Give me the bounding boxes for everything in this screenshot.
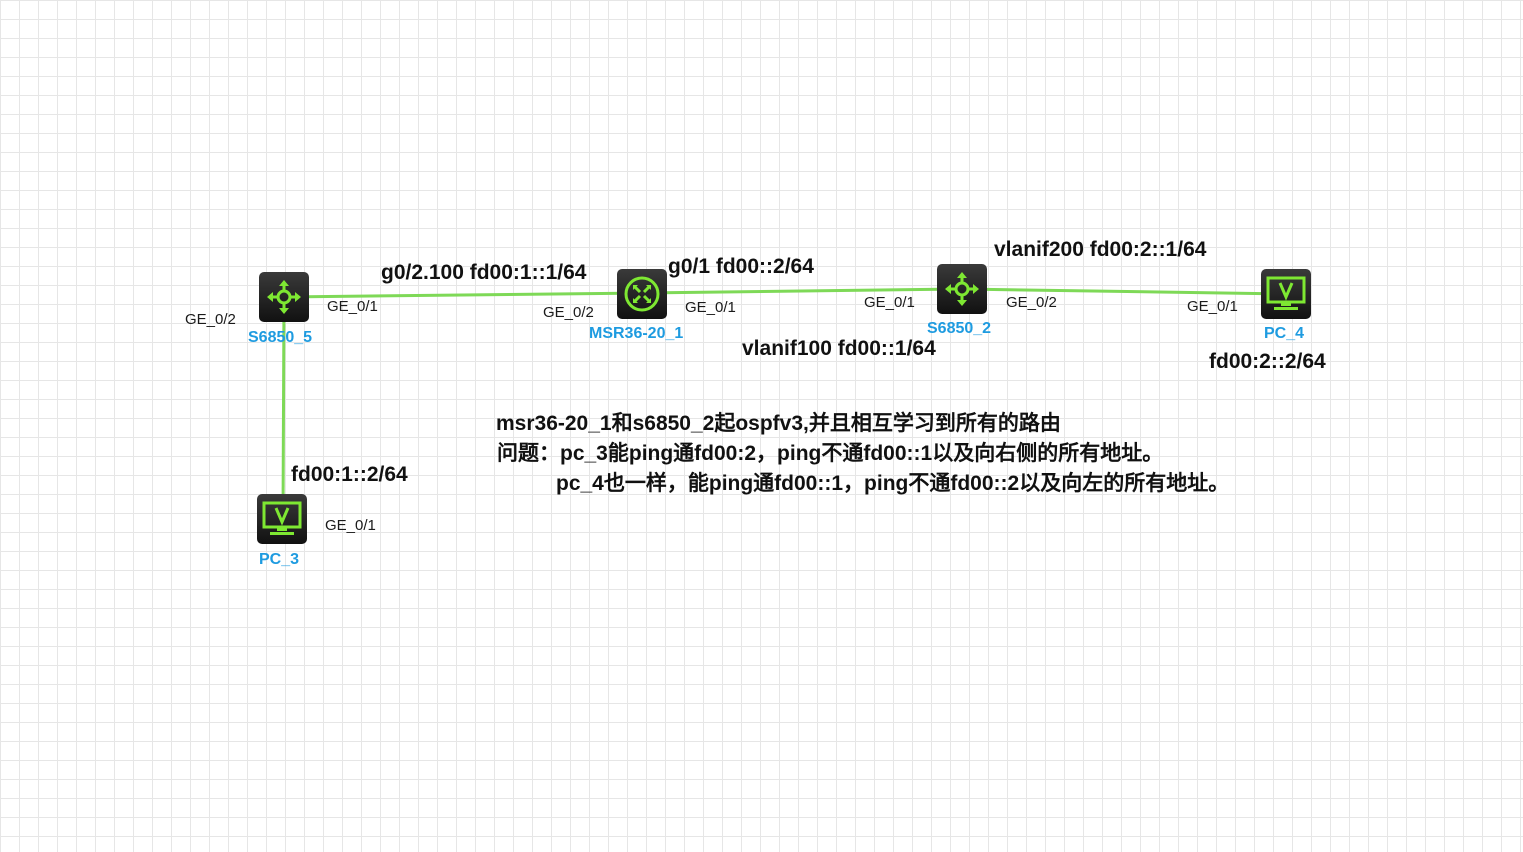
port-label-s6850-2-ge01: GE_0/1 [864, 294, 915, 311]
port-label-msr-ge02: GE_0/2 [543, 304, 594, 321]
device-label-s6850-2: S6850_2 [927, 320, 992, 337]
device-pc-4[interactable] [1261, 269, 1311, 319]
address-msr-g0-2: g0/2.100 fd00:1::1/64 [381, 261, 587, 284]
address-msr-g0-1: g0/1 fd00::2/64 [668, 255, 814, 278]
pc-monitor-icon [1266, 276, 1306, 310]
device-s6850-2[interactable] [937, 264, 987, 314]
l3-switch-icon [945, 272, 979, 306]
address-pc-3: fd00:1::2/64 [291, 463, 408, 486]
router-icon [624, 276, 660, 312]
note-line-2: 问题：pc_3能ping通fd00:2，ping不通fd00::1以及向右侧的所… [497, 442, 1164, 465]
device-pc-3[interactable] [257, 494, 307, 544]
port-label-s6850-2-ge02: GE_0/2 [1006, 294, 1057, 311]
link-s6850-5-pc3[interactable] [281, 296, 286, 520]
l3-switch-icon [267, 280, 301, 314]
port-label-s6850-5-ge02: GE_0/2 [185, 311, 236, 328]
device-label-msr36-20-1: MSR36-20_1 [589, 325, 684, 342]
link-s6850-2-pc4[interactable] [961, 287, 1287, 296]
port-label-pc-3-ge01: GE_0/1 [325, 517, 376, 534]
device-msr36-20-1[interactable] [617, 269, 667, 319]
address-s6850-2-vlanif100: vlanif100 fd00::1/64 [742, 337, 936, 360]
address-pc-4: fd00:2::2/64 [1209, 350, 1326, 373]
device-label-s6850-5: S6850_5 [248, 329, 313, 346]
device-label-pc-4: PC_4 [1264, 325, 1305, 342]
address-s6850-2-vlanif200: vlanif200 fd00:2::1/64 [994, 238, 1207, 261]
port-label-s6850-5-ge01: GE_0/1 [327, 298, 378, 315]
device-label-pc-3: PC_3 [259, 551, 300, 568]
port-label-pc-4-ge01: GE_0/1 [1187, 298, 1238, 315]
link-s6850-5-msr[interactable] [283, 291, 643, 299]
link-msr-s6850-2[interactable] [641, 287, 963, 295]
port-label-msr-ge01: GE_0/1 [685, 299, 736, 316]
device-s6850-5[interactable] [259, 272, 309, 322]
note-line-1: msr36-20_1和s6850_2起ospfv3,并且相互学习到所有的路由 [496, 412, 1061, 435]
note-line-3: pc_4也一样，能ping通fd00::1，ping不通fd00::2以及向左的… [556, 472, 1230, 495]
pc-monitor-icon [262, 501, 302, 535]
